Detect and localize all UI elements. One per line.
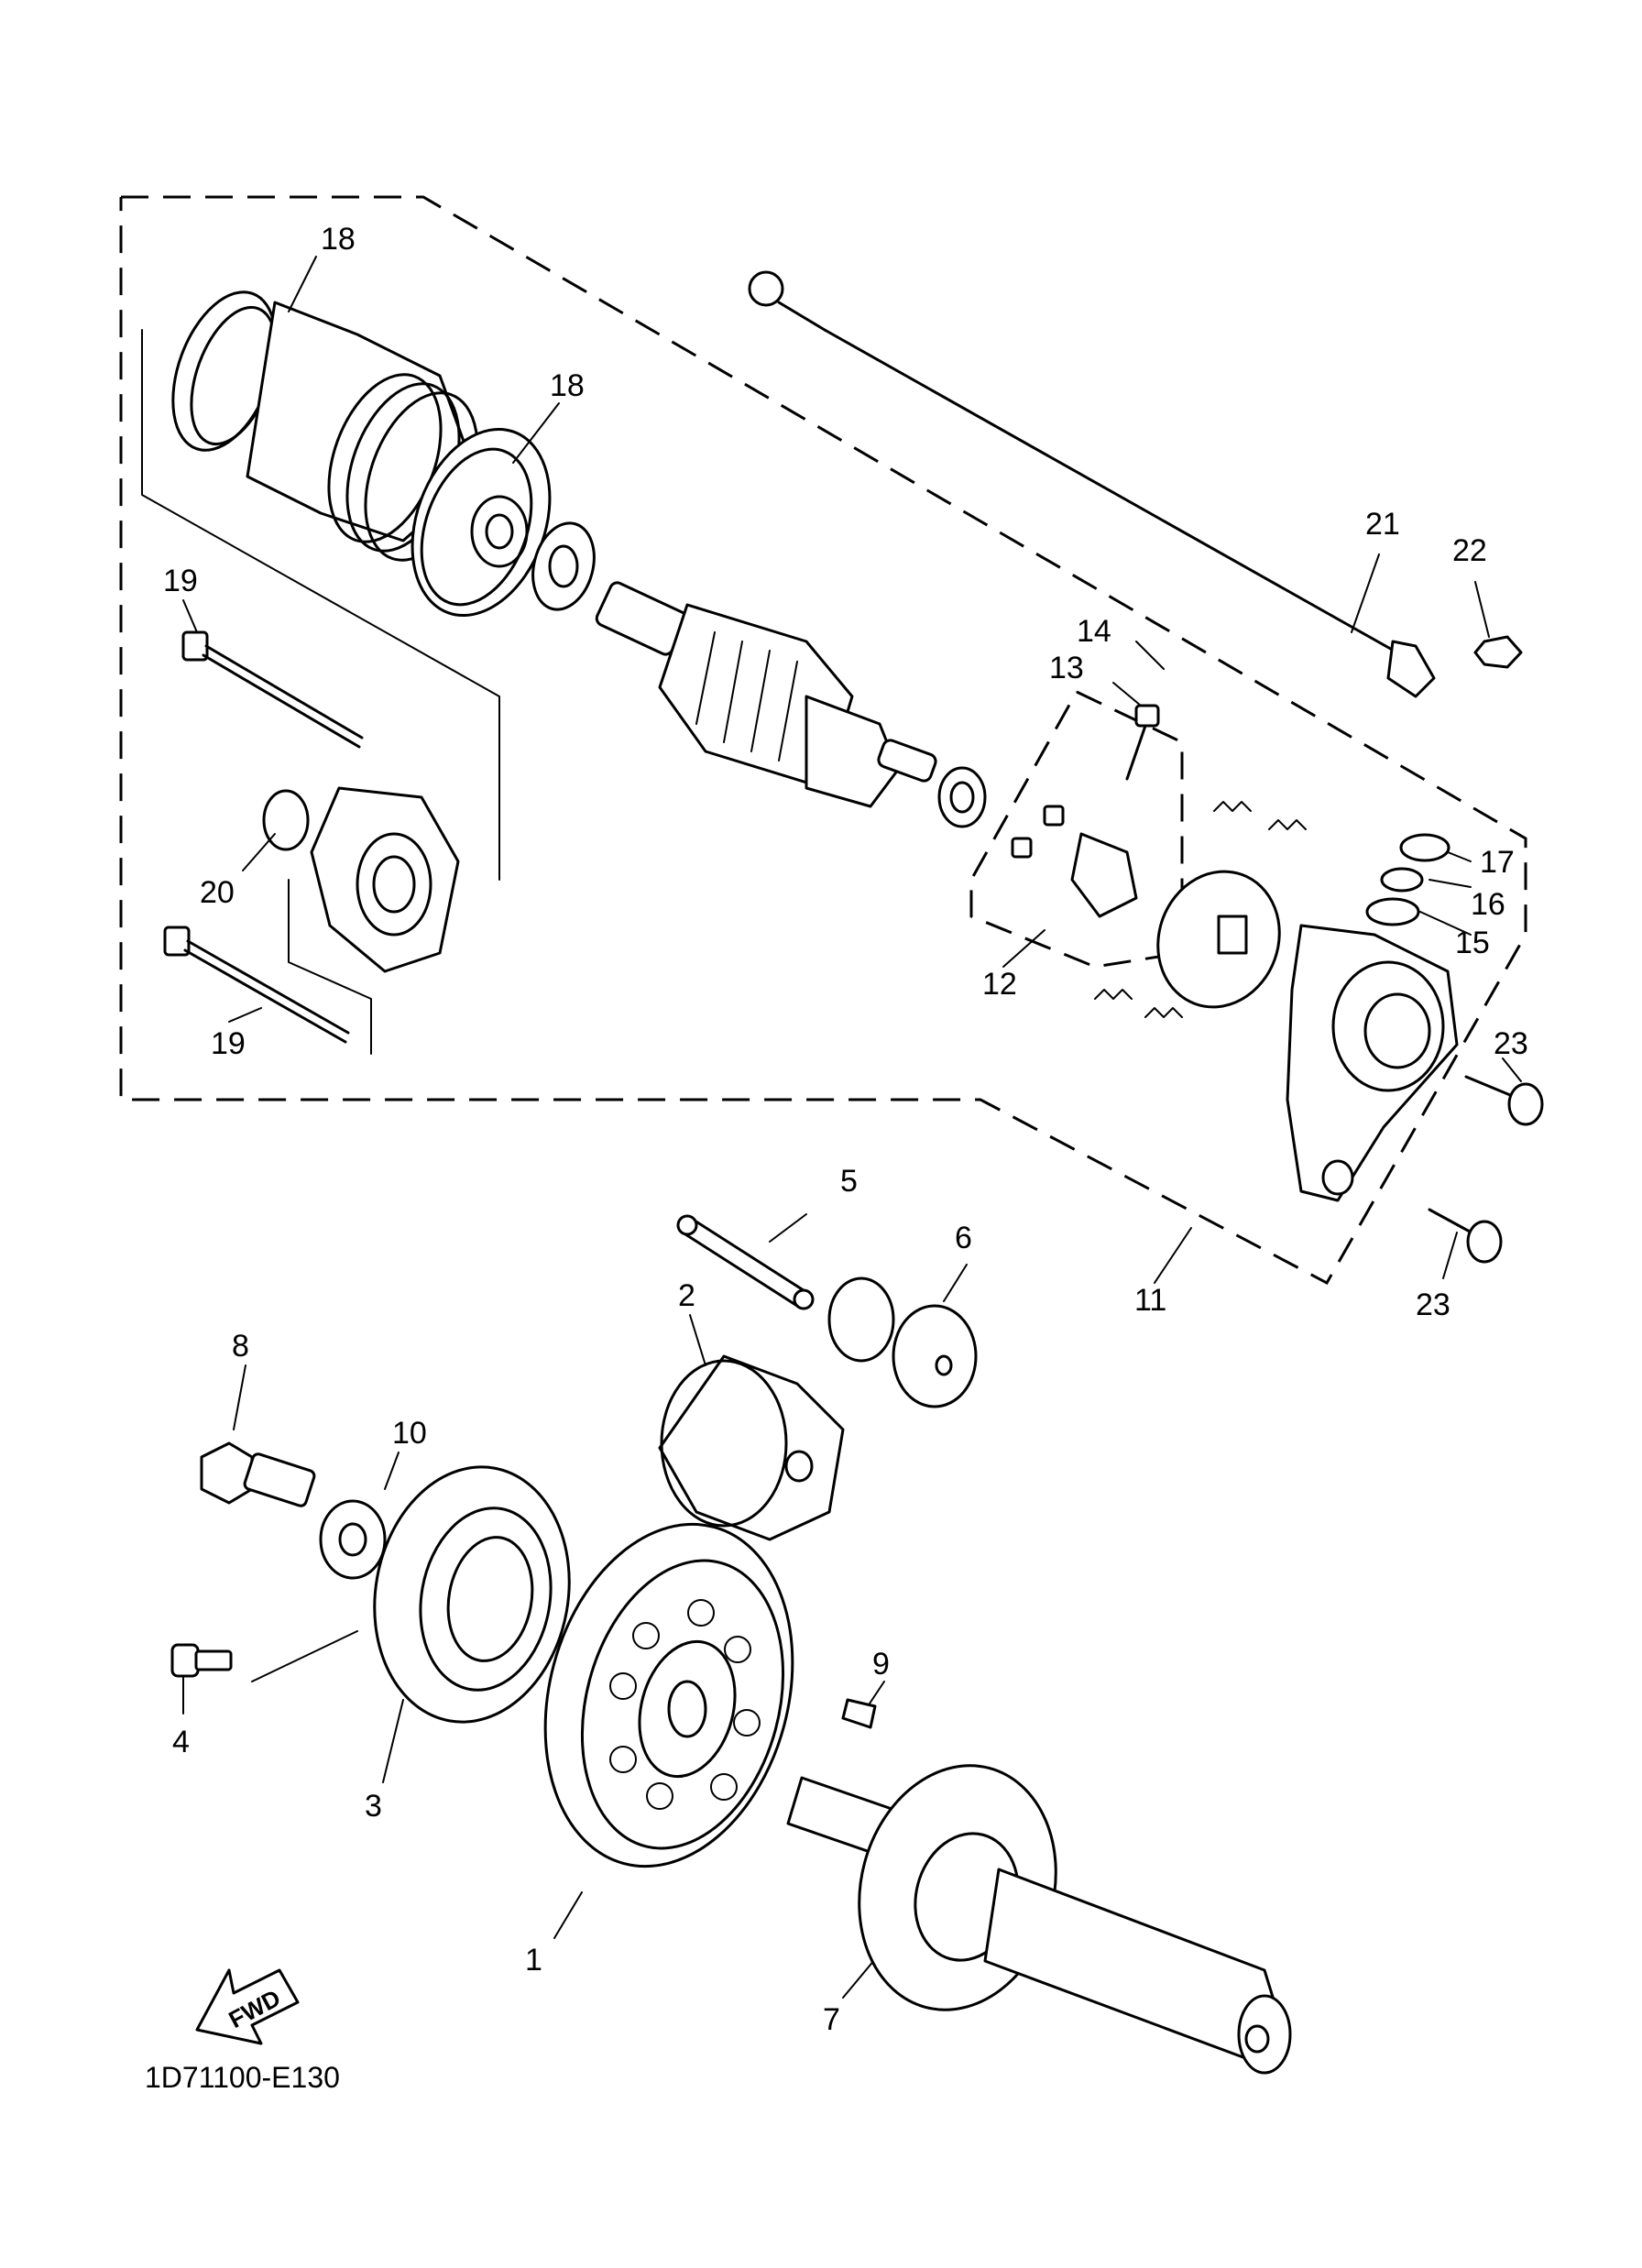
spring-3 [1094,989,1133,1000]
callout-16: 16 [1471,887,1505,922]
shaft-pin [676,1214,815,1310]
washer [319,1499,387,1580]
spring-4 [1144,1007,1183,1018]
terminal-nut [1473,635,1523,669]
callout-15: 15 [1455,926,1490,960]
assembly-outline [119,195,1527,1286]
brush-holder [1011,704,1281,1009]
callout-9: 9 [872,1647,890,1682]
clutch-bolt [170,1630,358,1682]
callout-8: 8 [232,1329,249,1364]
bracket-bolt [288,879,372,1055]
idler-gear-small [827,1276,978,1408]
callout-23a: 23 [1494,1026,1528,1061]
spring-1 [1213,801,1252,812]
callout-20: 20 [200,875,235,910]
diagram-code: 1D71100-E130 [145,2061,340,2094]
woodruff-key [841,1698,877,1729]
callout-22: 22 [1452,533,1487,568]
callout-18a: 18 [321,222,356,257]
callout-19b: 19 [211,1026,246,1061]
washer-stack [1365,833,1450,926]
rear-cover [310,786,460,973]
callout-18b: 18 [550,368,585,403]
bracket-left [141,329,500,881]
callout-7: 7 [823,2002,840,2037]
spring-2 [1268,819,1307,830]
lead-wire [748,270,1436,698]
callout-13: 13 [1049,651,1084,685]
armature [595,581,987,828]
rear-housing [1286,924,1459,1202]
callout-17: 17 [1480,845,1515,880]
bolt-23-upper [1464,1075,1544,1126]
starter-wheel-gear [543,1522,794,1868]
callout-23b: 23 [1416,1287,1450,1322]
callout-14: 14 [1077,614,1111,649]
callout-12: 12 [982,967,1017,1002]
idler-gear-large [658,1354,845,1541]
o-ring [262,789,310,851]
callout-11: 11 [1134,1283,1166,1318]
callout-5: 5 [840,1164,858,1199]
callout-4: 4 [172,1725,190,1759]
bolt-23-lower [1428,1208,1503,1264]
front-cover [410,427,596,618]
flange-bolt [200,1441,316,1507]
brush-holder-outline [969,690,1184,969]
starter-clutch [373,1465,571,1724]
callout-6: 6 [955,1221,972,1255]
crankshaft [786,1764,1292,2075]
callout-2: 2 [678,1278,695,1313]
callout-3: 3 [365,1789,382,1824]
callout-10: 10 [392,1416,427,1451]
through-bolt-lower [163,926,350,1044]
callout-1: 1 [525,1943,542,1978]
callout-21: 21 [1365,507,1400,542]
through-bolt-upper [181,630,364,749]
forward-arrow-icon: FWD [195,1968,300,2045]
callout-19a: 19 [163,564,198,598]
